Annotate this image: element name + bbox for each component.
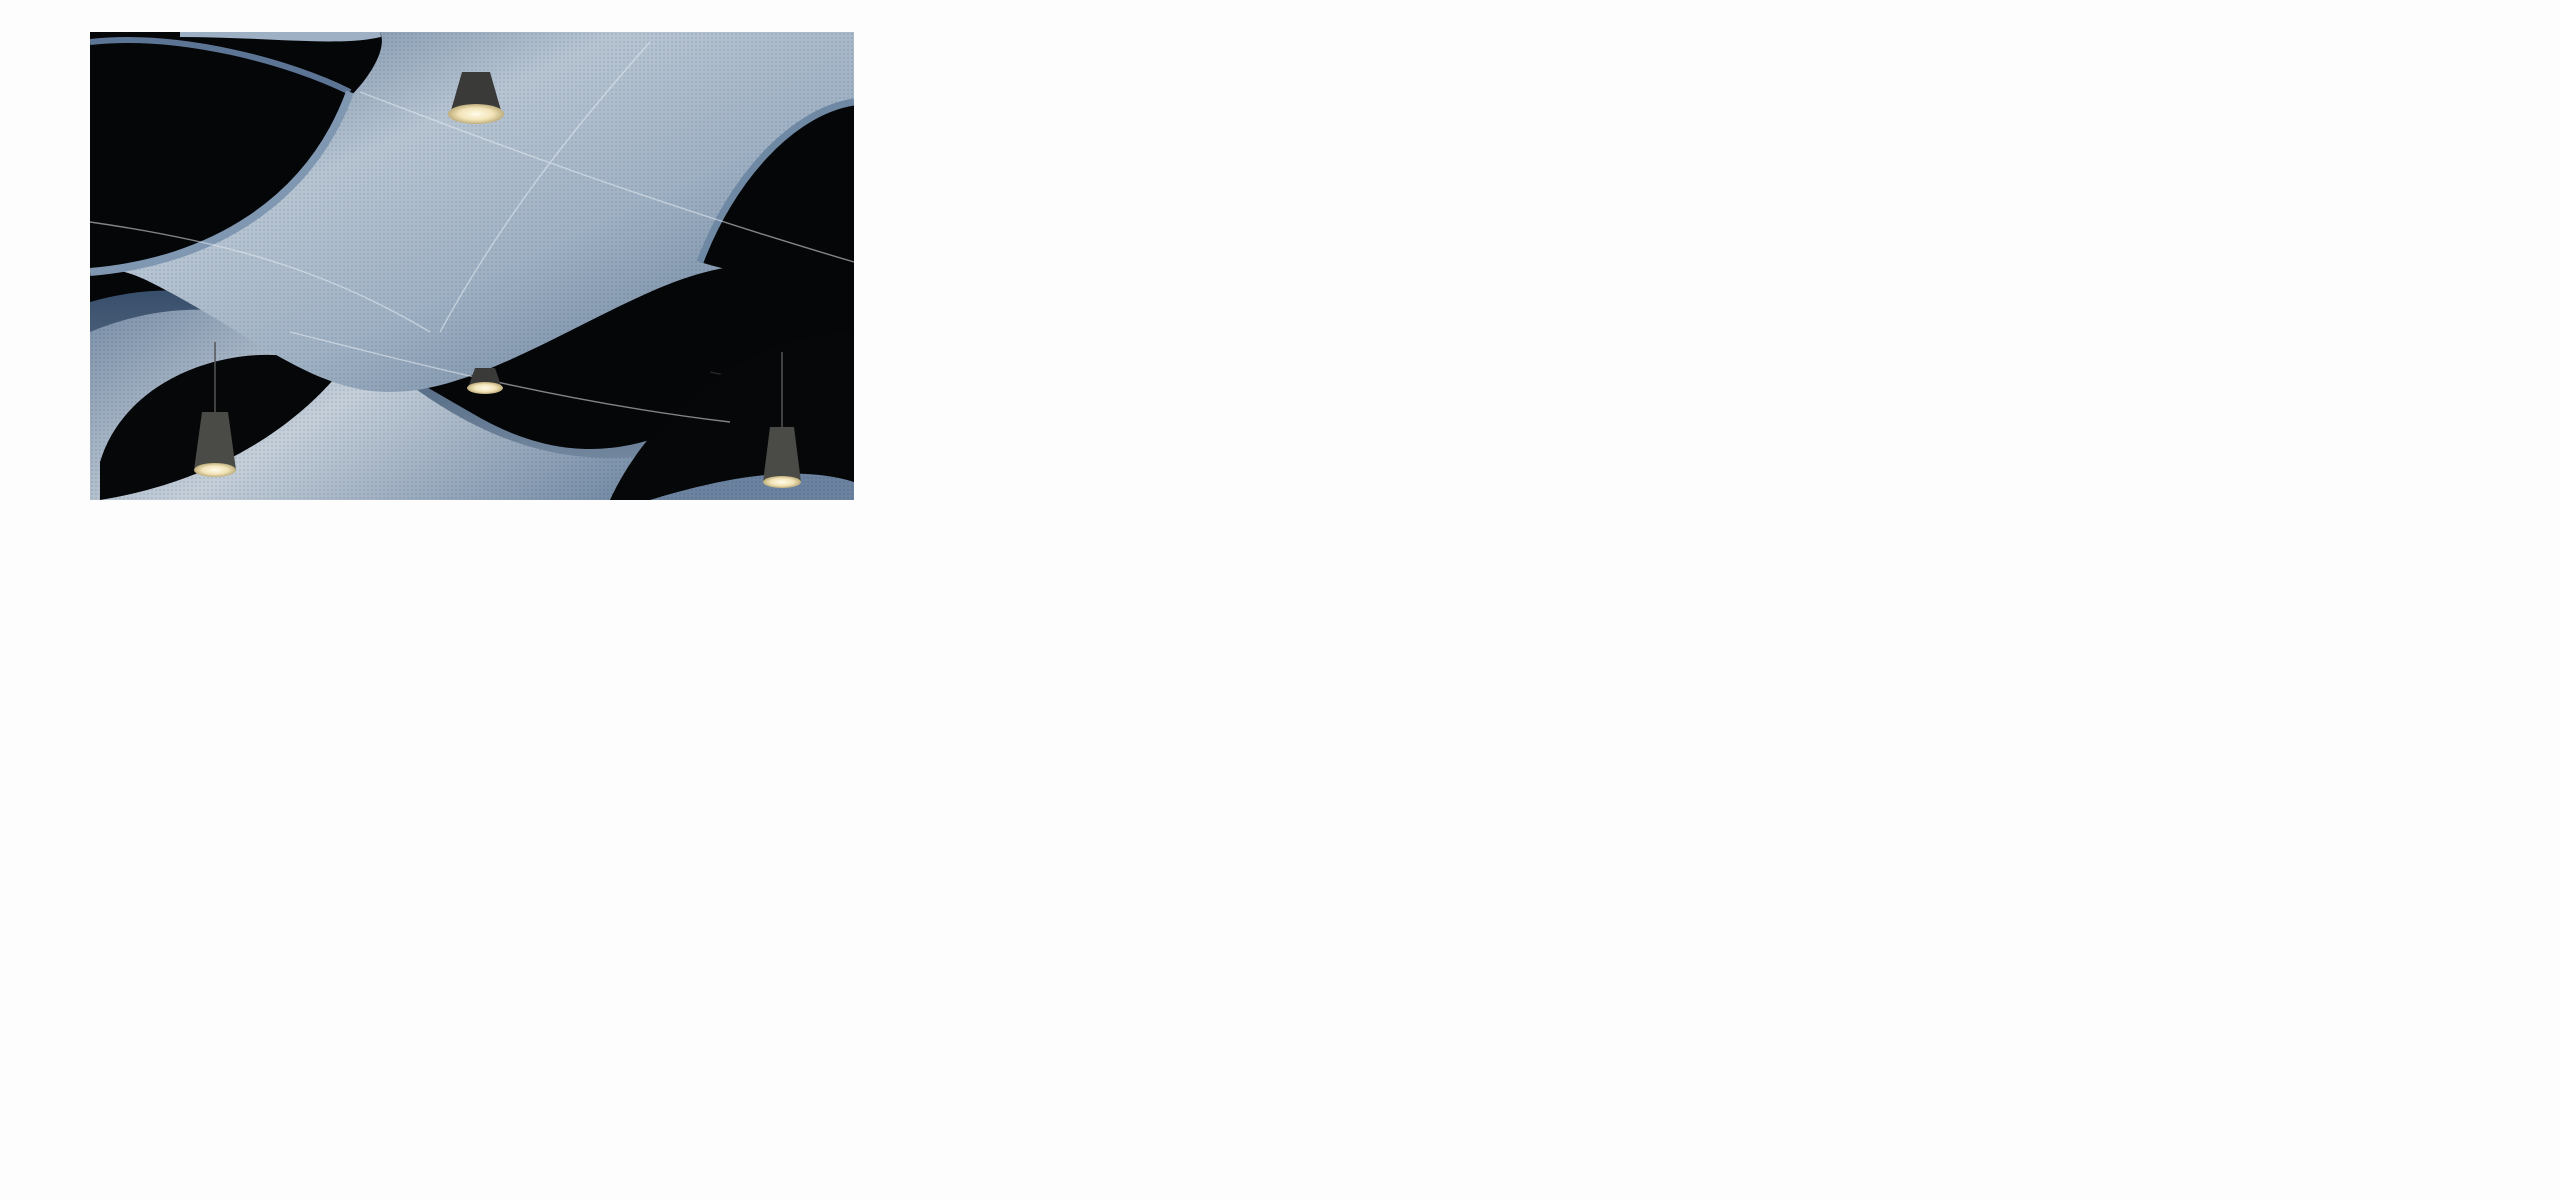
lamp-icon — [467, 368, 503, 394]
ceiling-photo-graphic — [90, 32, 854, 500]
ceiling-photo — [90, 32, 854, 500]
lamp-icon — [448, 72, 504, 124]
lamp-icon — [194, 342, 236, 477]
lamp-icon — [763, 352, 801, 488]
